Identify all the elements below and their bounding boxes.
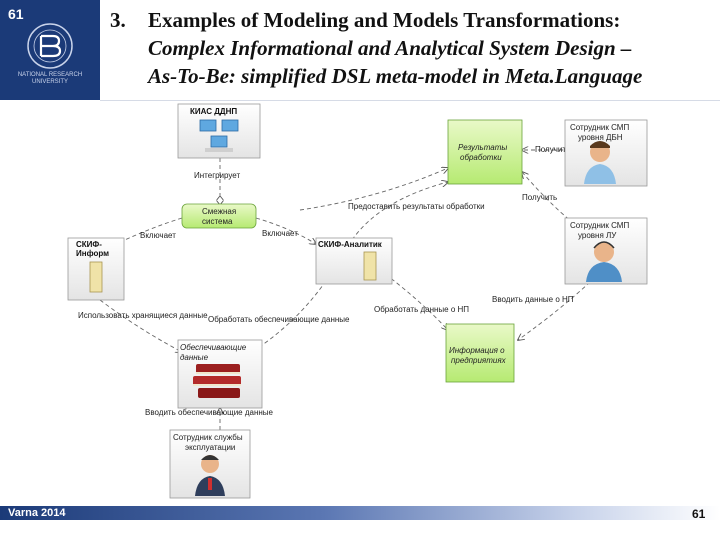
edge-emp2-results (522, 172, 581, 229)
title-line-1: Examples of Modeling and Models Transfor… (148, 8, 621, 32)
node-emp3-label-2: эксплуатации (185, 443, 235, 452)
dsl-meta-model-diagram: Интегрирует Включает Включает Предостави… (67, 103, 648, 499)
edge-inform-support (99, 299, 182, 352)
person-icon (195, 455, 225, 496)
node-enterprise-label-1: Информация о (449, 346, 505, 355)
node-results-label-2: обработки (460, 153, 502, 162)
computer-network-icon (199, 119, 239, 152)
slide-number-bottom: 61 (692, 507, 706, 521)
edge-label-integrated: Интегрирует (194, 171, 240, 180)
document-icon (363, 251, 377, 281)
title-divider (100, 100, 720, 101)
footer-bar (0, 506, 720, 520)
footer-conference: Varna 2014 (8, 507, 66, 519)
node-skif-analitik-label: СКИФ-Аналитик (318, 240, 383, 249)
node-emp1-label-1: Сотрудник СМП (570, 123, 629, 132)
edge-label-includes-2: Включает (262, 229, 298, 238)
edge-smezh-top (299, 168, 448, 211)
node-support-label-1: Обеспечивающие (180, 343, 247, 352)
edge-label-includes-1: Включает (140, 231, 176, 240)
node-adjacent-label-2: система (202, 217, 233, 226)
books-icon (193, 364, 241, 398)
node-enterprise-label-2: предприятиях (451, 356, 507, 365)
edge-emp2-info (518, 281, 591, 340)
title-line-3: As-To-Be: simplified DSL meta-model in M… (148, 64, 643, 88)
node-skif-inform-label-2: Информ (76, 249, 109, 258)
node-employee-dbn: Сотрудник СМП уровня ДБН (564, 119, 648, 187)
node-processing-results: Результаты обработки (447, 119, 523, 185)
document-icon (89, 261, 103, 293)
node-employee-lu: Сотрудник СМП уровня ЛУ (564, 217, 648, 285)
node-employee-operations: Сотрудник службы эксплуатации (169, 429, 251, 499)
edge-analitik-results (351, 182, 448, 241)
diagram-edges (99, 150, 591, 430)
edge-label-process-support: Обработать обеспечивающие данные (208, 315, 350, 324)
edge-analitik-support (255, 274, 331, 350)
node-results-label-1: Результаты (458, 143, 507, 152)
node-emp2-label-2: уровня ЛУ (578, 231, 617, 240)
node-skif-analitik: СКИФ-Аналитик (315, 237, 393, 285)
edge-label-receive-1: Получить (535, 145, 570, 154)
node-emp2-label-1: Сотрудник СМП (570, 221, 629, 230)
edge-label-use-stored: Использовать хранящиеся данные (78, 311, 208, 320)
title-line-2: Complex Informational and Analytical Sys… (148, 36, 632, 60)
logo-caption: NATIONAL RESEARCH UNIVERSITY (17, 72, 83, 85)
node-skif-inform-label-1: СКИФ- (76, 240, 102, 249)
node-adjacent-system: Смежная система (181, 203, 257, 229)
node-support-label-2: данные (180, 353, 209, 362)
node-emp1-label-2: уровня ДБН (578, 133, 623, 142)
edge-label-process-np: Обработать данные о НП (374, 305, 469, 314)
node-enterprise-info: Информация о предприятиях (445, 323, 515, 383)
node-support-data: Обеспечивающие данные (177, 339, 263, 409)
person-icon (584, 141, 616, 184)
university-logo-icon (27, 23, 73, 69)
node-adjacent-label-1: Смежная (202, 207, 236, 216)
edge-smezh-skif-analitik (255, 217, 316, 244)
node-skif-inform: СКИФ- Информ (67, 237, 125, 301)
title-number: 3. (110, 8, 126, 32)
node-emp3-label-1: Сотрудник службы (173, 433, 243, 442)
edge-label-enter-np: Вводить данные о НП (492, 295, 574, 304)
edge-label-enter-support: Вводить обеспечивающие данные (145, 408, 274, 417)
edge-label-receive-2: Получить (522, 193, 557, 202)
node-kias-ddnp: КИАС ДДНП (177, 103, 261, 159)
edge-label-provide-results: Предоставить результаты обработки (348, 202, 485, 211)
node-kias-label: КИАС ДДНП (190, 107, 237, 116)
header-logo-panel: 61 NATIONAL RESEARCH UNIVERSITY (0, 0, 100, 100)
slide-number-top: 61 (8, 6, 24, 22)
person-headset-icon (586, 241, 622, 282)
